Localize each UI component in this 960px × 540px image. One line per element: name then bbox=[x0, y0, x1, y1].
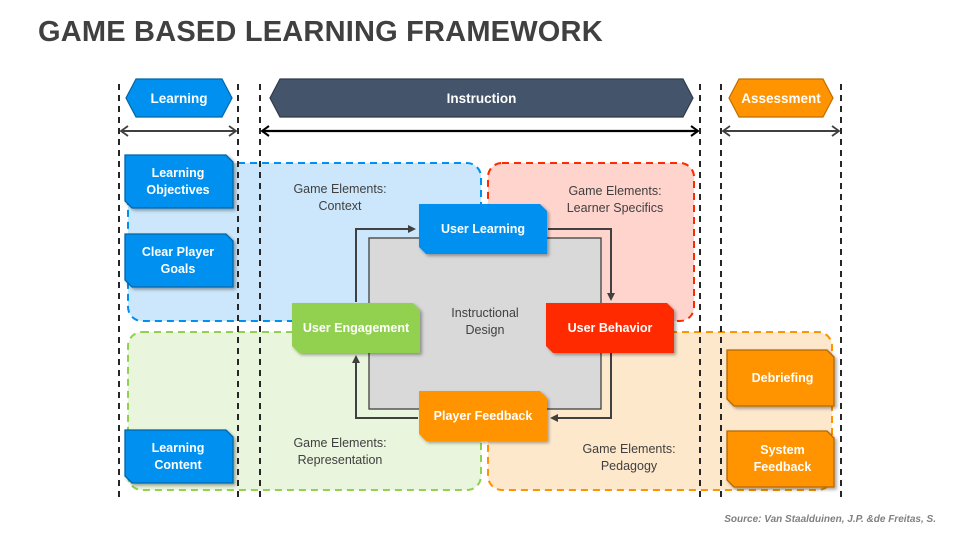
clear-player-goals-label: Clear Player Goals bbox=[141, 244, 215, 276]
arrow-learning-to-behavior bbox=[548, 228, 615, 301]
player-feedback-box bbox=[419, 391, 547, 441]
user-engagement-box bbox=[292, 303, 420, 353]
system-feedback-box bbox=[726, 430, 835, 488]
instructional-design-label: Instructional Design bbox=[451, 306, 519, 337]
arrow-behavior-to-feedback bbox=[550, 353, 612, 422]
learning-content-label: Learning Content bbox=[151, 440, 205, 472]
banner-assessment-label: Assessment bbox=[741, 90, 821, 106]
page-title: GAME BASED LEARNING FRAMEWORK bbox=[38, 16, 603, 48]
user-behavior-box bbox=[546, 303, 674, 353]
clear-player-goals-box bbox=[124, 233, 234, 288]
system-feedback-label: System Feedback bbox=[753, 443, 812, 474]
player-feedback-label: Player Feedback bbox=[433, 408, 533, 423]
learning-objectives-label: Learning Objectives bbox=[146, 165, 210, 197]
source-citation: Source: Van Staalduinen, J.P. &de Freita… bbox=[724, 514, 936, 525]
user-learning-box bbox=[419, 204, 547, 254]
banner-instruction-label: Instruction bbox=[446, 90, 517, 106]
region-learner-specifics-label: Game Elements: Learner Specifics bbox=[566, 184, 664, 215]
debriefing-box bbox=[726, 349, 835, 407]
column-separators bbox=[118, 84, 842, 500]
user-engagement-label: User Engagement bbox=[302, 320, 410, 335]
banner-instruction bbox=[269, 78, 694, 118]
region-representation-label: Game Elements: Representation bbox=[293, 436, 387, 467]
learning-content-box bbox=[124, 429, 234, 484]
cycle-arrows bbox=[352, 225, 615, 422]
arrow-engagement-to-learning bbox=[355, 225, 416, 302]
region-context-label: Game Elements: Context bbox=[293, 182, 387, 213]
region-pedagogy-label: Game Elements: Pedagogy bbox=[582, 442, 676, 473]
banner-assessment bbox=[728, 78, 834, 118]
user-behavior-label: User Behavior bbox=[567, 320, 653, 335]
debriefing-label: Debriefing bbox=[751, 370, 814, 385]
user-learning-label: User Learning bbox=[440, 221, 526, 236]
banner-learning-label: Learning bbox=[150, 90, 208, 106]
arrow-feedback-to-engagement bbox=[352, 355, 418, 419]
learning-objectives-box bbox=[124, 154, 234, 209]
banner-learning bbox=[125, 78, 233, 118]
